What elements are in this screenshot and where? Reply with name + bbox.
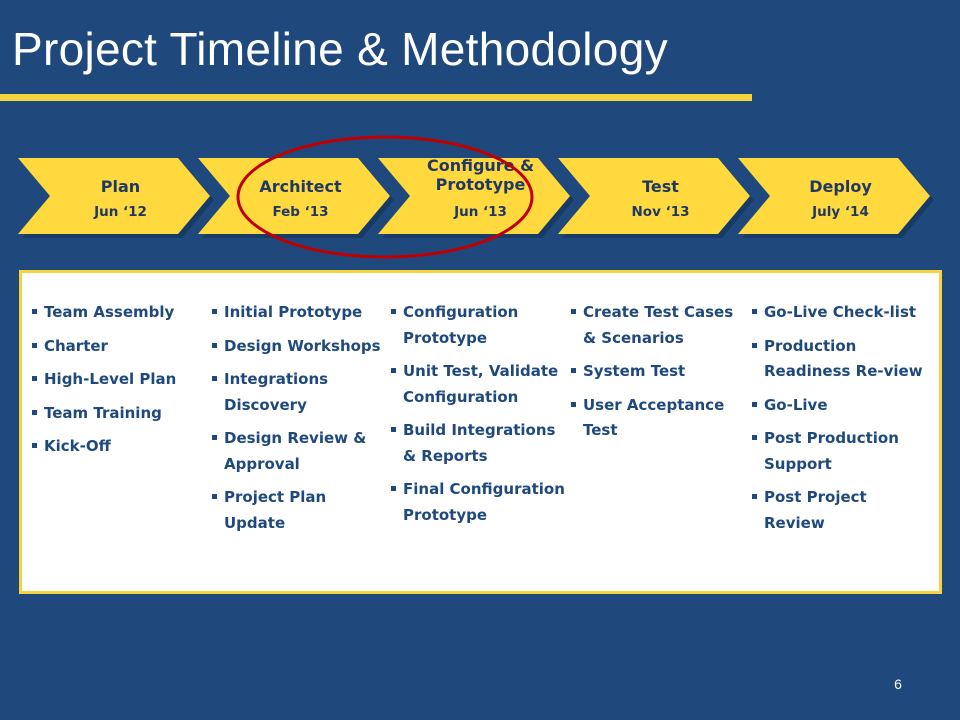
list-item: Production Readiness Re-view bbox=[752, 334, 930, 385]
phase-date: Jun ‘13 bbox=[454, 204, 507, 220]
list-item: Configuration Prototype bbox=[391, 300, 569, 351]
list-item: System Test bbox=[571, 359, 743, 385]
phase-date: Nov ‘13 bbox=[631, 203, 690, 220]
phase-date: Feb ‘13 bbox=[272, 203, 329, 220]
list-item: Unit Test, Validate Configuration bbox=[391, 359, 569, 410]
title-underline bbox=[0, 94, 752, 101]
test-activities: Create Test Cases & Scenarios System Tes… bbox=[571, 300, 743, 452]
configure-activities: Configuration Prototype Unit Test, Valid… bbox=[391, 300, 569, 536]
plan-activities: Team Assembly Charter High-Level Plan Te… bbox=[32, 300, 197, 468]
list-item: Create Test Cases & Scenarios bbox=[571, 300, 743, 351]
slide-title: Project Timeline & Methodology bbox=[12, 23, 668, 75]
phase-date: July ‘14 bbox=[812, 203, 869, 220]
list-item: Initial Prototype bbox=[212, 300, 387, 326]
architect-activities: Initial Prototype Design Workshops Integ… bbox=[212, 300, 387, 544]
list-item: Design Workshops bbox=[212, 334, 387, 360]
phase-label: Configure & Prototype bbox=[426, 156, 535, 194]
list-item: Post Project Review bbox=[752, 485, 930, 536]
list-item: Kick-Off bbox=[32, 434, 197, 460]
phase-label: Architect bbox=[259, 176, 342, 196]
list-item: Final Configuration Prototype bbox=[391, 477, 569, 528]
list-item: Charter bbox=[32, 334, 197, 360]
list-item: Post Production Support bbox=[752, 426, 930, 477]
highlight-ellipse bbox=[236, 135, 534, 259]
phase-label: Test bbox=[642, 176, 679, 196]
list-item: Team Training bbox=[32, 401, 197, 427]
list-item: Design Review & Approval bbox=[212, 426, 387, 477]
list-item: Go-Live bbox=[752, 393, 930, 419]
list-item: Go-Live Check-list bbox=[752, 300, 930, 326]
list-item: High-Level Plan bbox=[32, 367, 197, 393]
list-item: Team Assembly bbox=[32, 300, 197, 326]
deploy-activities: Go-Live Check-list Production Readiness … bbox=[752, 300, 930, 544]
list-item: Build Integrations & Reports bbox=[391, 418, 569, 469]
activities-panel bbox=[19, 270, 942, 594]
page-number: 6 bbox=[894, 676, 902, 692]
list-item: Integrations Discovery bbox=[212, 367, 387, 418]
phase-date: Jun ‘12 bbox=[94, 203, 147, 220]
list-item: User Acceptance Test bbox=[571, 393, 743, 444]
list-item: Project Plan Update bbox=[212, 485, 387, 536]
phase-label: Plan bbox=[100, 176, 141, 196]
phase-label: Deploy bbox=[809, 176, 872, 196]
